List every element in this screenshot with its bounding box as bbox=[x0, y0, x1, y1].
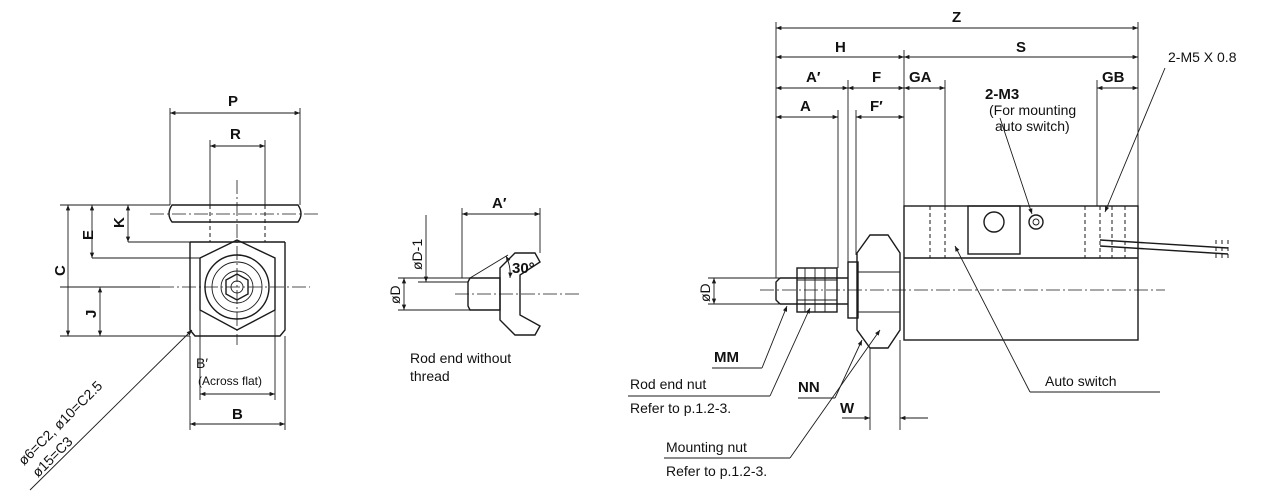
labels: P R K E C J B′ (Across flat) B ø6=C2, ø1… bbox=[15, 9, 1237, 480]
mounting-nut bbox=[856, 234, 901, 349]
side-dim-F: F bbox=[872, 69, 881, 86]
rod-nut-label: Rod end nut bbox=[630, 376, 706, 392]
dim-P: P bbox=[228, 93, 238, 110]
cylinder-body bbox=[903, 205, 1139, 341]
side-dim-F-prime: F′ bbox=[870, 98, 883, 115]
rod-angle: 30° bbox=[512, 260, 535, 277]
side-view bbox=[628, 22, 1229, 459]
rod-end-nut bbox=[796, 267, 838, 313]
dim-B-prime: B′ bbox=[196, 355, 208, 371]
front-port-block bbox=[168, 204, 302, 223]
mount-nut-label: Mounting nut bbox=[666, 439, 747, 455]
side-dim-GB: GB bbox=[1102, 69, 1125, 86]
side-dim-D: øD bbox=[697, 283, 713, 302]
side-dim-S: S bbox=[1016, 39, 1026, 56]
side-dim-A-prime: A′ bbox=[806, 69, 821, 86]
rod-caption-2: thread bbox=[410, 368, 450, 384]
front-view bbox=[29, 108, 320, 491]
dim-C: C bbox=[52, 265, 69, 276]
auto-switch-label: Auto switch bbox=[1045, 373, 1117, 389]
front-body-outline bbox=[189, 242, 286, 337]
switch-mount-note-1: (For mounting bbox=[989, 102, 1076, 118]
rod-caption-1: Rod end without bbox=[410, 350, 511, 366]
port-label: 2-M5 X 0.8 bbox=[1168, 49, 1237, 65]
side-label-MM: MM bbox=[714, 349, 739, 366]
side-dim-GA: GA bbox=[909, 69, 932, 86]
dim-E: E bbox=[80, 230, 97, 240]
side-dim-W: W bbox=[840, 400, 855, 417]
dim-R: R bbox=[230, 126, 241, 143]
mount-nut-ref: Refer to p.1.2-3. bbox=[666, 463, 767, 479]
rod-dim-A-prime: A′ bbox=[492, 195, 507, 212]
switch-mount-label: 2-M3 bbox=[985, 86, 1019, 103]
across-flat-note: (Across flat) bbox=[198, 374, 262, 388]
side-dim-Z: Z bbox=[952, 9, 961, 26]
dim-K: K bbox=[111, 217, 128, 228]
side-dim-H: H bbox=[835, 39, 846, 56]
rod-end-hex bbox=[499, 252, 541, 336]
rod-end-view bbox=[398, 208, 580, 336]
side-label-NN: NN bbox=[798, 379, 820, 396]
side-dim-A: A bbox=[800, 98, 811, 115]
front-hex-nut bbox=[199, 239, 276, 331]
rod-tip bbox=[775, 277, 781, 305]
rod-dim-D: øD bbox=[387, 285, 403, 304]
switch-mount-note-2: auto switch) bbox=[995, 118, 1070, 134]
rod-dim-D1: øD-1 bbox=[409, 239, 425, 270]
dim-B: B bbox=[232, 406, 243, 423]
rod-nut-ref: Refer to p.1.2-3. bbox=[630, 400, 731, 416]
switch-mount-block bbox=[967, 205, 1021, 255]
dim-J: J bbox=[83, 310, 100, 318]
